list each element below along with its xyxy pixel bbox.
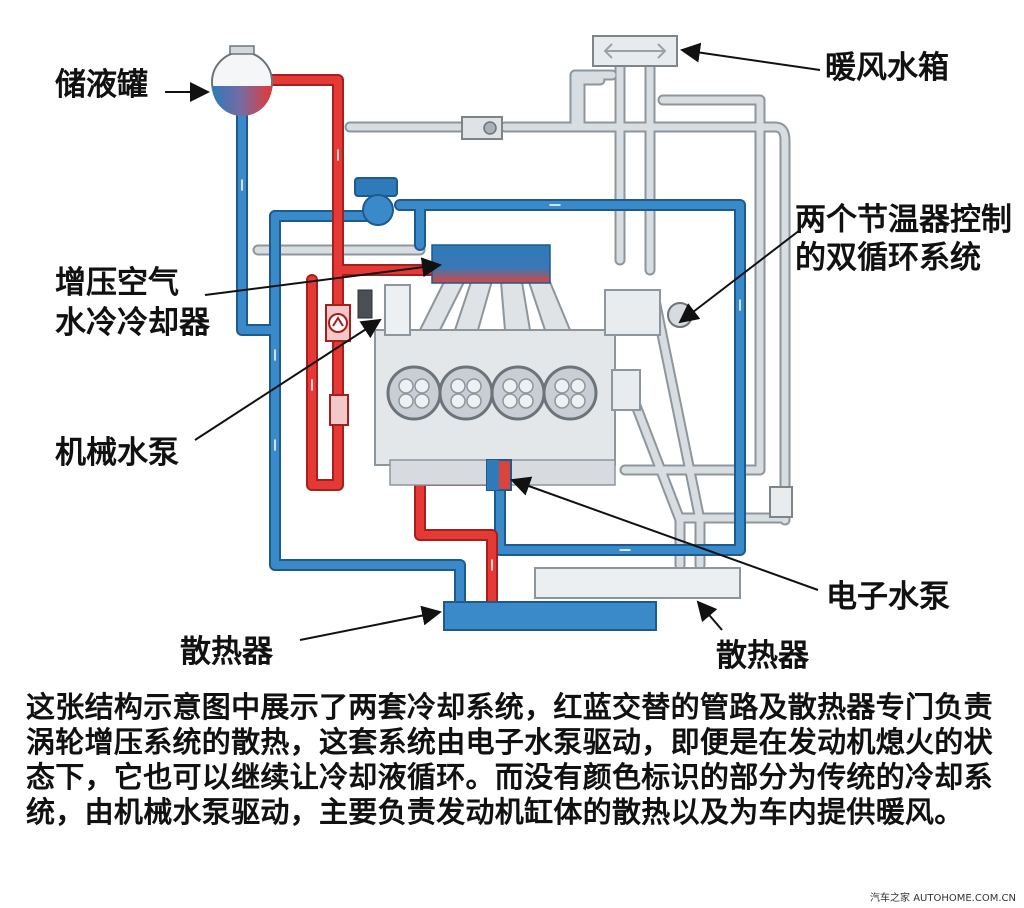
label-electric-pump: 电子水泵 bbox=[826, 579, 950, 615]
check-valve-right bbox=[769, 486, 793, 518]
label-mech-pump: 机械水泵 bbox=[55, 435, 179, 471]
description-caption: 这张结构示意图中展示了两套冷却系统，红蓝交替的管路及散热器专门负责涡轮增压系统的… bbox=[26, 690, 993, 829]
cooling-system-diagram: 储液罐 暖风水箱 两个节温器控制 的双循环系统 增压空气 水冷冷却器 机械水泵 … bbox=[55, 35, 1012, 674]
thermostat-housing bbox=[354, 177, 398, 226]
mechanical-water-pump bbox=[325, 304, 351, 342]
label-thermostats-line1: 两个节温器控制 bbox=[795, 202, 1012, 238]
coolant-reservoir bbox=[211, 45, 273, 116]
label-intercooler-line1: 增压空气 bbox=[55, 265, 179, 301]
label-radiator-right: 散热器 bbox=[716, 638, 810, 674]
engine-radiator bbox=[534, 567, 741, 599]
label-heater-core: 暖风水箱 bbox=[825, 50, 949, 86]
cylinder-3 bbox=[490, 365, 546, 421]
cylinder-4 bbox=[542, 365, 598, 421]
turbo-radiator bbox=[443, 601, 657, 631]
engine-block bbox=[357, 269, 693, 486]
leader-lines bbox=[165, 42, 821, 641]
watermark: 汽车之家 AUTOHOME.COM.CN bbox=[870, 893, 1016, 904]
label-intercooler-line2: 水冷冷却器 bbox=[55, 305, 211, 341]
label-radiator-left: 散热器 bbox=[180, 634, 274, 670]
label-thermostats-line2: 的双循环系统 bbox=[795, 240, 981, 276]
check-valve-red bbox=[329, 394, 349, 426]
cold-pipe-network bbox=[236, 94, 746, 606]
cylinder-1 bbox=[386, 365, 442, 421]
valve-knob-icon bbox=[483, 121, 497, 135]
label-reservoir: 储液罐 bbox=[55, 67, 148, 103]
cylinder-2 bbox=[438, 365, 494, 421]
charge-air-intercooler bbox=[431, 244, 551, 284]
